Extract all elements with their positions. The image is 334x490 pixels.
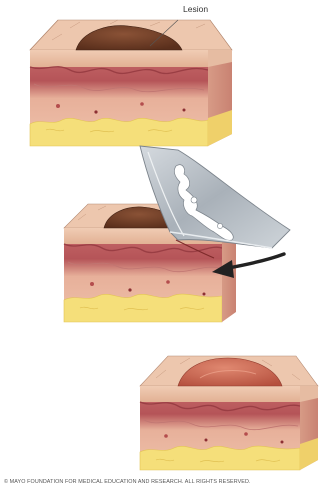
copyright-text: © MAYO FOUNDATION FOR MEDICAL EDUCATION … [4,479,251,485]
skin-block-lesion [30,20,232,146]
skin-block-result [140,356,318,470]
lesion-label: Lesion [183,4,208,14]
